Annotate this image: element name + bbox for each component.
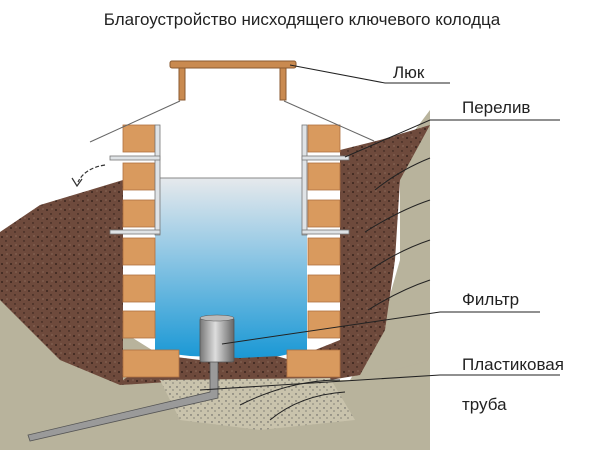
leader-lines xyxy=(199,64,560,421)
roof-line-left xyxy=(89,100,181,143)
brick-wall-right xyxy=(286,124,341,378)
overflow-brackets xyxy=(109,124,350,236)
roof-line-right xyxy=(283,100,375,142)
water xyxy=(155,178,307,358)
diagram-title: Благоустройство нисходящего ключевого ко… xyxy=(104,10,501,29)
overflow-arrowhead-icon xyxy=(71,177,83,188)
soil-backfill xyxy=(0,125,430,385)
label-plastic-pipe-2: труба xyxy=(462,395,507,414)
hatch-lid xyxy=(169,60,297,101)
filter xyxy=(199,314,235,363)
label-filter: Фильтр xyxy=(462,290,519,309)
sand-bed xyxy=(160,378,355,430)
label-overflow: Перелив xyxy=(462,98,530,117)
label-hatch: Люк xyxy=(393,63,425,82)
label-plastic-pipe-1: Пластиковая xyxy=(462,355,564,374)
brick-wall-left xyxy=(122,124,180,378)
overflow-arrow-icon xyxy=(77,164,106,183)
